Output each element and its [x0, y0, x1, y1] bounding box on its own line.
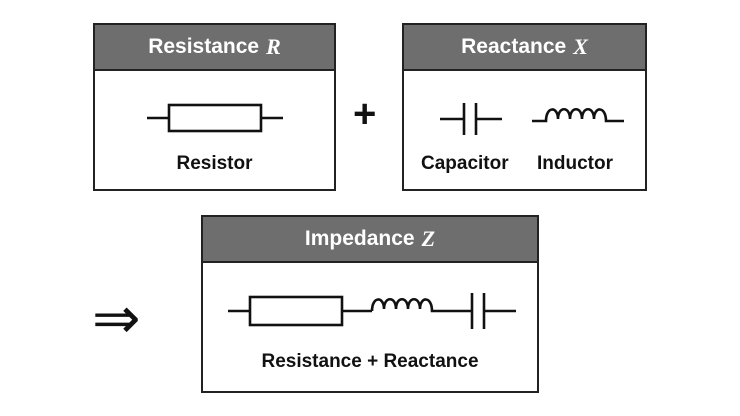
reactance-title: Reactance	[461, 35, 567, 58]
impedance-header: Impedance Z	[203, 217, 537, 263]
resistance-title: Resistance	[148, 35, 260, 58]
impedance-box: Impedance Z Resistance + Reactance	[201, 215, 539, 393]
capacitor-label: Capacitor	[421, 153, 509, 174]
resistance-variable: R	[266, 34, 281, 59]
reactance-header: Reactance X	[404, 25, 645, 71]
impedance-caption: Resistance + Reactance	[261, 351, 479, 372]
implies-arrow: ⇒	[92, 284, 141, 352]
inductor-symbol-icon	[532, 107, 624, 123]
resistance-box: Resistance R Resistor	[93, 23, 336, 191]
series-circuit-icon	[228, 293, 516, 329]
impedance-title: Impedance	[304, 227, 415, 250]
impedance-variable: Z	[421, 226, 436, 251]
resistance-header: Resistance R	[95, 25, 334, 71]
resistor-label: Resistor	[176, 153, 253, 174]
resistor-symbol-icon	[147, 103, 283, 133]
inductor-label: Inductor	[537, 153, 613, 174]
reactance-box: Reactance X Capacitor Inductor	[402, 23, 647, 191]
capacitor-symbol-icon	[440, 103, 502, 135]
reactance-variable: X	[573, 34, 588, 59]
plus-operator: +	[353, 92, 377, 136]
